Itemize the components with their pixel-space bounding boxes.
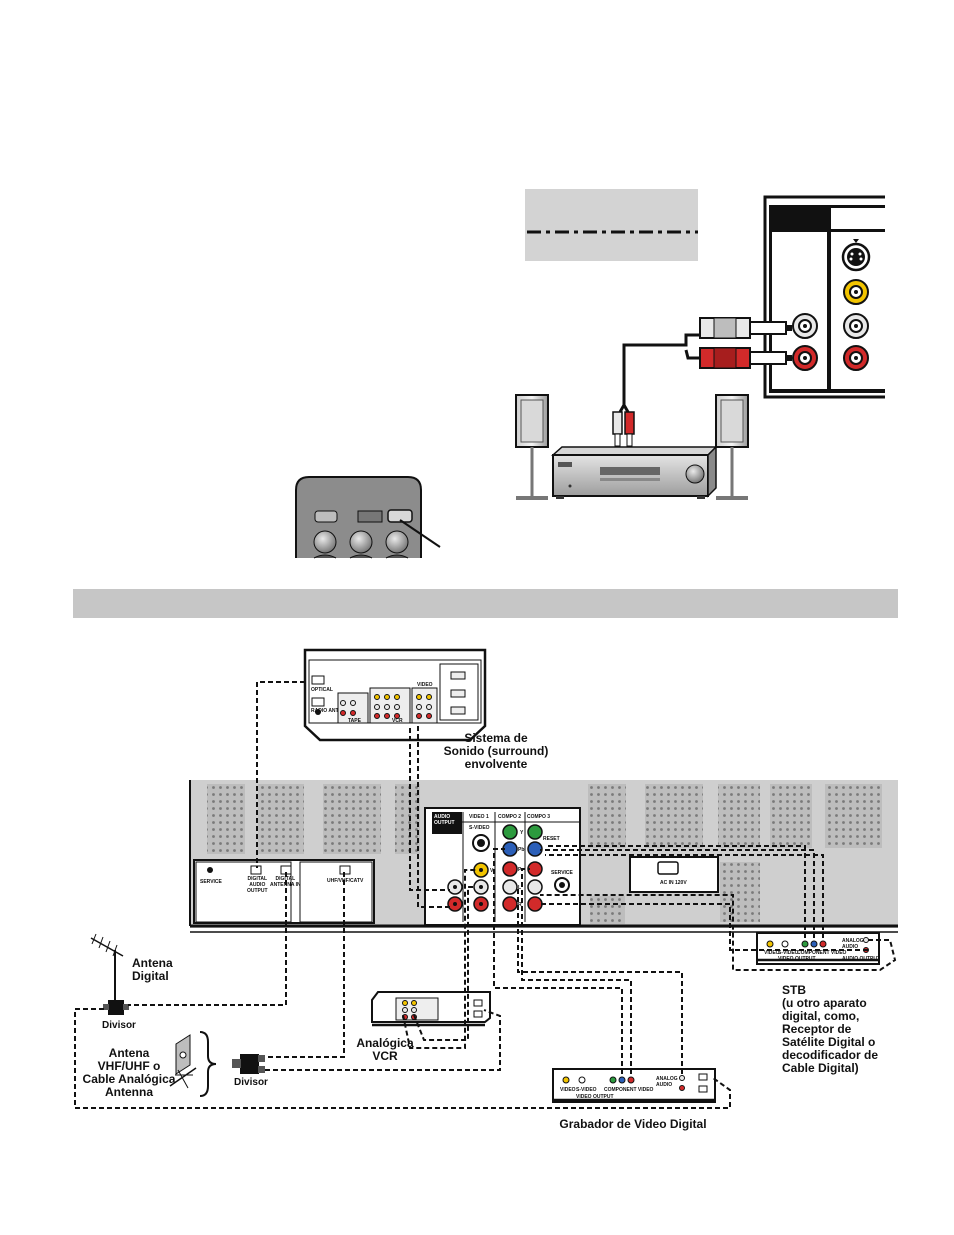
surround-receiver [303, 648, 487, 742]
tv-reset-label: RESET [543, 836, 560, 842]
section-header-bar [73, 589, 898, 618]
dvr-video-label: VIDEO [560, 1087, 576, 1093]
tv-comp2-label: COMPO 2 [498, 814, 522, 820]
stb-analog-audio-label: ANALOG AUDIO [842, 938, 864, 950]
label-antenna-digital: Antena Digital [132, 956, 173, 983]
antenna-icon [90, 933, 124, 1000]
tv-audio-output-label: AUDIO OUTPUT [434, 814, 455, 826]
tv-comp3-label: COMPO 3 [527, 814, 551, 820]
stb-svideo-label: S-VIDEO [778, 950, 799, 956]
speaker-icon [515, 394, 549, 500]
rca-cable [612, 317, 792, 447]
label-vcr: Analógica VCR [356, 1036, 414, 1063]
tv-video1-label: VIDEO 1 [469, 814, 489, 820]
dvr-video-output-label: VIDEO OUTPUT [576, 1094, 614, 1100]
tv-svideo-label: S-VIDEO [469, 825, 490, 831]
stb-video-output-label: VIDEO OUTPUT [778, 956, 816, 962]
tv-ac-in-label: AC IN 120V [660, 880, 687, 886]
tv-service-label: SERVICE [551, 870, 573, 876]
tv-pr-label: Pr [518, 867, 524, 873]
receiver-video-label: VIDEO [417, 682, 433, 688]
receiver-optical-label: OPTICAL [311, 687, 333, 693]
receiver-icon [551, 445, 718, 499]
receiver-radio-label: RADIO ANT [311, 708, 339, 714]
tv-r-label: R [518, 902, 522, 908]
label-surround-system: Sistema de Sonido (surround) envolvente [443, 731, 549, 771]
label-antenna-analog: Antena VHF/UHF o Cable Analógica Antenna [82, 1046, 176, 1099]
wall-plate-icon [175, 1034, 191, 1075]
tv-service-left-label: SERVICE [200, 879, 222, 885]
tv-jack-array [447, 824, 570, 912]
receiver-vcr-label: VCR [392, 718, 403, 724]
label-dvr: Grabador de Video Digital [559, 1117, 707, 1131]
dvr-svideo-label: S-VIDEO [576, 1087, 597, 1093]
dvr-component-label: COMPONENT VIDEO [604, 1087, 654, 1093]
stb-audio-output-label: AUDIO OUTPUT [842, 956, 881, 962]
vcr-box [371, 991, 491, 1027]
remote-icon [295, 476, 441, 559]
tv-digital-audio-output-label: DIGITAL AUDIO OUTPUT [247, 876, 268, 894]
label-stb: STB (u otro aparato digital, como, Recep… [782, 983, 879, 1075]
dvr-analog-audio-label: ANALOG AUDIO [656, 1076, 678, 1088]
tv-uhf-label: UHF/VHF/CATV [327, 878, 364, 884]
tv-digital-antenna-in-label: DIGITAL ANTENNA IN [270, 876, 301, 888]
label-splitter-bottom: Divisor [234, 1077, 268, 1088]
dash-dot-box [525, 189, 698, 261]
speaker-icon [715, 394, 749, 500]
splitter-icon [103, 1000, 129, 1015]
dvr-box [552, 1068, 716, 1103]
antenna-icon [169, 1067, 197, 1089]
tv-l-label: L [518, 885, 522, 891]
splitter-icon [232, 1054, 265, 1074]
tv-v-label: V [490, 868, 494, 874]
stb-component-label: COMPONENT VIDEO [797, 950, 847, 956]
brace [199, 1031, 217, 1097]
receiver-tape-label: TAPE [348, 718, 361, 724]
stb-box [756, 932, 880, 965]
stb-video-label: VIDEO [764, 950, 780, 956]
label-splitter-top: Divisor [102, 1020, 136, 1031]
dashed-cables [74, 681, 897, 1109]
tv-pb-label: Pb [518, 847, 525, 853]
tv-y-label: Y [520, 830, 524, 836]
tv-jack-panel-zoom [763, 195, 885, 399]
